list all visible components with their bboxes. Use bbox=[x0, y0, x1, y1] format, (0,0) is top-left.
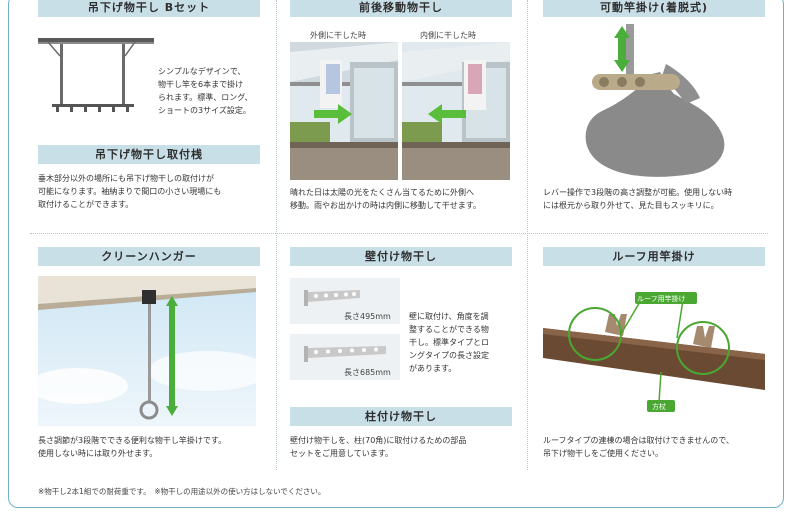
section-title-roof-pole: ルーフ用竿掛け bbox=[543, 247, 765, 266]
wall-dryer-length-short: 長さ495mm bbox=[344, 312, 391, 321]
label-inside: 内側に干した時 bbox=[420, 31, 476, 40]
description-movable-pole: レバー操作で3段階の高さ調整が可能。使用しない時 には根元から取り外せて、見た目… bbox=[543, 188, 733, 210]
description-pillar-dryer: 壁付け物干しを、柱(70角)に取付けるための部品 セットをご用意しています。 bbox=[290, 436, 467, 458]
description-roof-pole: ルーフタイプの連棟の場合は取付けできませんので、 吊下げ物干しをご使用ください。 bbox=[543, 436, 734, 458]
wall-dryer-short-image: 長さ495mm bbox=[290, 278, 400, 324]
description-hanging-mount: 垂木部分以外の場所にも吊下げ物干しの取付けが 可能になります。袖納まりで間口の小… bbox=[38, 174, 222, 209]
section-title-wall-dryer: 壁付け物干し bbox=[290, 247, 512, 266]
section-title-hanging-mount: 吊下げ物干し取付桟 bbox=[38, 145, 260, 164]
brace-callout-label: 方杖 bbox=[652, 403, 666, 411]
description-clean-hanger: 長さ調節が3段階でできる便利な物干し竿掛けです。 使用しない時には取り外せます。 bbox=[38, 436, 227, 458]
section-title-movable-pole: 可動竿掛け(着脱式) bbox=[543, 0, 765, 17]
wall-dryer-long-image: 長さ685mm bbox=[290, 334, 400, 380]
column-divider-left bbox=[276, 0, 277, 470]
section-title-hanging-b-set: 吊下げ物干し Bセット bbox=[38, 0, 260, 17]
wall-dryer-length-long: 長さ685mm bbox=[344, 368, 391, 377]
column-divider-right bbox=[527, 0, 528, 470]
footnote: ※物干し2本1組での耐荷重です。 ※物干しの用途以外の使い方はしないでください。 bbox=[38, 487, 326, 496]
movable-pole-photo bbox=[582, 24, 732, 182]
clean-hanger-photo bbox=[38, 276, 256, 426]
label-outside: 外側に干した時 bbox=[310, 31, 366, 40]
roof-pole-callout-label: ルーフ用竿掛け bbox=[637, 295, 686, 303]
row-divider bbox=[30, 233, 768, 234]
hanging-dryer-illustration bbox=[38, 26, 154, 124]
description-hanging-b-set: シンプルなデザインで、 物干し竿を6本まで掛け られます。標準、ロング、 ショー… bbox=[158, 67, 253, 115]
section-title-clean-hanger: クリーンハンガー bbox=[38, 247, 260, 266]
roof-pole-photo: ルーフ用竿掛け 方杖 bbox=[543, 278, 765, 426]
section-title-pillar-dryer: 柱付け物干し bbox=[290, 407, 512, 426]
photo-outside-position bbox=[290, 42, 398, 180]
section-title-front-back: 前後移動物干し bbox=[290, 0, 512, 17]
photo-inside-position bbox=[402, 42, 510, 180]
description-front-back: 晴れた日は太陽の光をたくさん当てるために外側へ 移動。雨やお出かけの時は内側に移… bbox=[290, 188, 481, 210]
description-wall-dryer: 壁に取付け、角度を調 整することができる物 干し。標準タイプとロ ングタイプの長… bbox=[409, 312, 489, 373]
